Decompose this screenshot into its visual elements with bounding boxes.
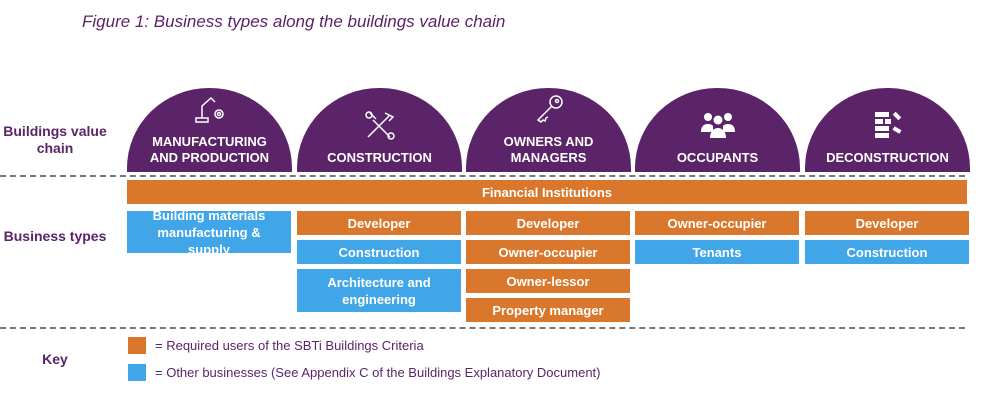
stage-label: OCCUPANTS <box>676 150 759 165</box>
stage-label: AND PRODUCTION <box>149 150 270 165</box>
key-swatch-other <box>128 364 146 381</box>
stage-label: DECONSTRUCTION <box>826 150 949 165</box>
key-required-text: = Required users of the SBTi Buildings C… <box>155 338 424 353</box>
business-type-box: Developer <box>466 211 630 235</box>
financial-institutions-bar: Financial Institutions <box>127 180 967 204</box>
business-types-label: Business types <box>3 228 107 244</box>
key-label: Key <box>42 351 68 367</box>
key-other-text: = Other businesses (See Appendix C of th… <box>155 365 601 380</box>
business-type-box: Owner-occupier <box>466 240 630 264</box>
business-type-box: Construction <box>297 240 461 264</box>
figure-title: Figure 1: Business types along the build… <box>82 12 506 31</box>
robot-arm-gear-icon <box>193 94 227 134</box>
divider <box>0 327 965 329</box>
value-chain-stage: CONSTRUCTION <box>297 88 462 172</box>
business-type-box: Developer <box>297 211 461 235</box>
stage-label: MANAGERS <box>510 150 587 165</box>
stage-label: OWNERS AND <box>503 134 594 149</box>
bricks-icon <box>871 110 905 150</box>
wrench-hammer-icon <box>363 110 397 150</box>
business-type-box: Owner-occupier <box>635 211 799 235</box>
business-type-box: Property manager <box>466 298 630 322</box>
business-type-box: Construction <box>805 240 969 264</box>
value-chain-stage: OCCUPANTS <box>635 88 800 172</box>
value-chain-stage: DECONSTRUCTION <box>805 88 970 172</box>
business-type-box: Building materials manufacturing & suppl… <box>127 208 291 257</box>
business-type-box: Owner-lessor <box>466 269 630 293</box>
business-type-box: Developer <box>805 211 969 235</box>
value-chain-label: Buildings value chain <box>3 123 107 156</box>
stage-label: CONSTRUCTION <box>327 150 432 165</box>
business-type-box: Architecture and engineering <box>297 269 461 312</box>
key-swatch-required <box>128 337 146 354</box>
people-icon <box>698 110 738 150</box>
stage-label: MANUFACTURING <box>152 134 267 149</box>
key-icon <box>532 94 566 134</box>
divider <box>0 175 965 177</box>
business-type-box: Tenants <box>635 240 799 264</box>
